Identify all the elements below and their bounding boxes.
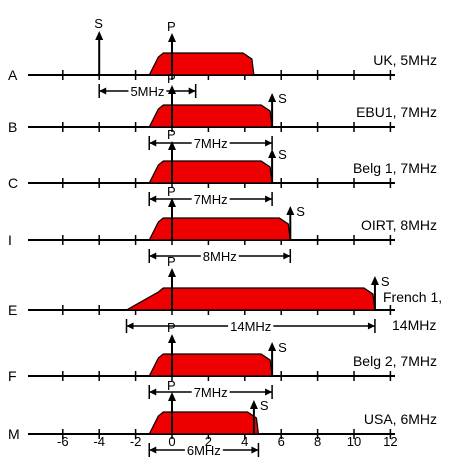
system-m-picture-arrow-head	[168, 392, 176, 401]
axis-tick-label: 6	[278, 434, 285, 449]
axis-tick-label: 12	[383, 434, 397, 449]
system-f-sound-arrow-head	[268, 342, 277, 351]
system-f-letter: F	[8, 368, 17, 384]
axis-tick-label: 8	[314, 434, 321, 449]
system-e-picture-label: P	[167, 254, 176, 269]
system-c-band	[148, 160, 273, 184]
system-m-width-arrow-right-head	[251, 446, 259, 454]
system-m-name: USA, 6MHz	[364, 411, 437, 427]
system-a-width-arrow-right-head	[188, 87, 196, 95]
system-f-width-arrow-left-head	[149, 388, 157, 396]
system-b-width-arrow-right-head	[265, 139, 273, 147]
system-c-width-arrow-right-head	[265, 195, 273, 203]
system-i-picture-arrow-head	[168, 198, 176, 207]
system-m-width-label-bg	[184, 443, 223, 458]
axis-tick-label: 10	[347, 434, 361, 449]
system-i-letter: I	[8, 232, 12, 248]
system-a-sound-label: S	[94, 16, 103, 31]
system-a-width-label-bg	[128, 84, 167, 99]
system-a-letter: A	[8, 67, 18, 83]
system-i-width-arrow-right-head	[283, 252, 291, 260]
axis-tick-label: -4	[93, 434, 105, 449]
system-a-width-arrow-left-head	[99, 87, 107, 95]
system-f-width-arrow-right-head	[265, 388, 273, 396]
system-f-band	[148, 353, 273, 377]
system-m-picture-label: P	[167, 378, 176, 393]
system-e-width-label: 14MHz	[230, 319, 271, 334]
system-e-sound-label: S	[381, 274, 390, 289]
system-e-name: French 1,	[383, 289, 442, 305]
axis-tick-label: -2	[130, 434, 142, 449]
system-c-width-label-bg	[191, 192, 230, 207]
system-b-width-label-bg	[191, 136, 230, 151]
system-c-letter: C	[8, 175, 18, 191]
system-e-width-label-bg	[228, 319, 274, 334]
system-c-sound-label: S	[278, 147, 287, 162]
system-i-picture-label: P	[167, 184, 176, 199]
system-e-letter: E	[8, 302, 17, 318]
system-c-width-arrow-left-head	[149, 195, 157, 203]
system-e-name-line2: 14MHz	[392, 317, 436, 333]
system-b-width-label: 7MHz	[194, 136, 228, 151]
system-c-name: Belg 1, 7MHz	[353, 160, 437, 176]
system-b-picture-arrow-head	[168, 85, 176, 94]
system-a-width-label: 5MHz	[130, 84, 164, 99]
system-e-band	[124, 287, 376, 311]
system-i-width-arrow-left-head	[149, 252, 157, 260]
system-f-sound-label: S	[278, 340, 287, 355]
system-e-sound-arrow-head	[370, 276, 379, 285]
system-b-sound-arrow-head	[268, 93, 277, 102]
system-b-width-arrow-left-head	[149, 139, 157, 147]
system-i-sound-label: S	[296, 204, 305, 219]
system-a-band	[148, 52, 255, 76]
system-b-name: EBU1, 7MHz	[356, 104, 437, 120]
system-c-width-label: 7MHz	[194, 192, 228, 207]
system-b-picture-label: P	[167, 71, 176, 86]
system-b-sound-label: S	[278, 91, 287, 106]
system-e-width-arrow-right-head	[367, 322, 375, 330]
system-e-width-arrow-left-head	[126, 322, 134, 330]
system-i-width-label: 8MHz	[203, 249, 237, 264]
system-m-letter: M	[8, 426, 20, 442]
system-a-picture-arrow-head	[168, 33, 176, 42]
axis-tick-label: 2	[205, 434, 212, 449]
system-c-picture-arrow-head	[168, 141, 176, 150]
system-a-name: UK, 5MHz	[373, 52, 437, 68]
axis-tick-label: -6	[57, 434, 69, 449]
system-m-band	[148, 411, 260, 435]
system-b-letter: B	[8, 119, 17, 135]
system-i-band	[148, 217, 291, 241]
system-f-picture-arrow-head	[168, 334, 176, 343]
system-i-width-label-bg	[200, 249, 239, 264]
system-e-picture-arrow-head	[168, 268, 176, 277]
system-c-picture-label: P	[167, 127, 176, 142]
axis-tick-label: 4	[241, 434, 248, 449]
system-b-band	[148, 104, 273, 128]
system-m-width-arrow-left-head	[149, 446, 157, 454]
system-m-width-label: 6MHz	[187, 443, 221, 458]
system-i-sound-arrow-head	[286, 206, 295, 215]
system-i-name: OIRT, 8MHz	[361, 217, 437, 233]
system-m-sound-arrow-head	[249, 400, 258, 409]
axis-tick-label: 0	[168, 434, 175, 449]
system-f-width-label-bg	[191, 385, 230, 400]
system-m-sound-label: S	[260, 398, 269, 413]
system-c-sound-arrow-head	[268, 149, 277, 158]
system-f-picture-label: P	[167, 320, 176, 335]
system-f-name: Belg 2, 7MHz	[353, 353, 437, 369]
system-f-width-label: 7MHz	[194, 385, 228, 400]
system-a-sound-arrow-head	[95, 31, 104, 40]
system-a-picture-label: P	[167, 19, 176, 34]
